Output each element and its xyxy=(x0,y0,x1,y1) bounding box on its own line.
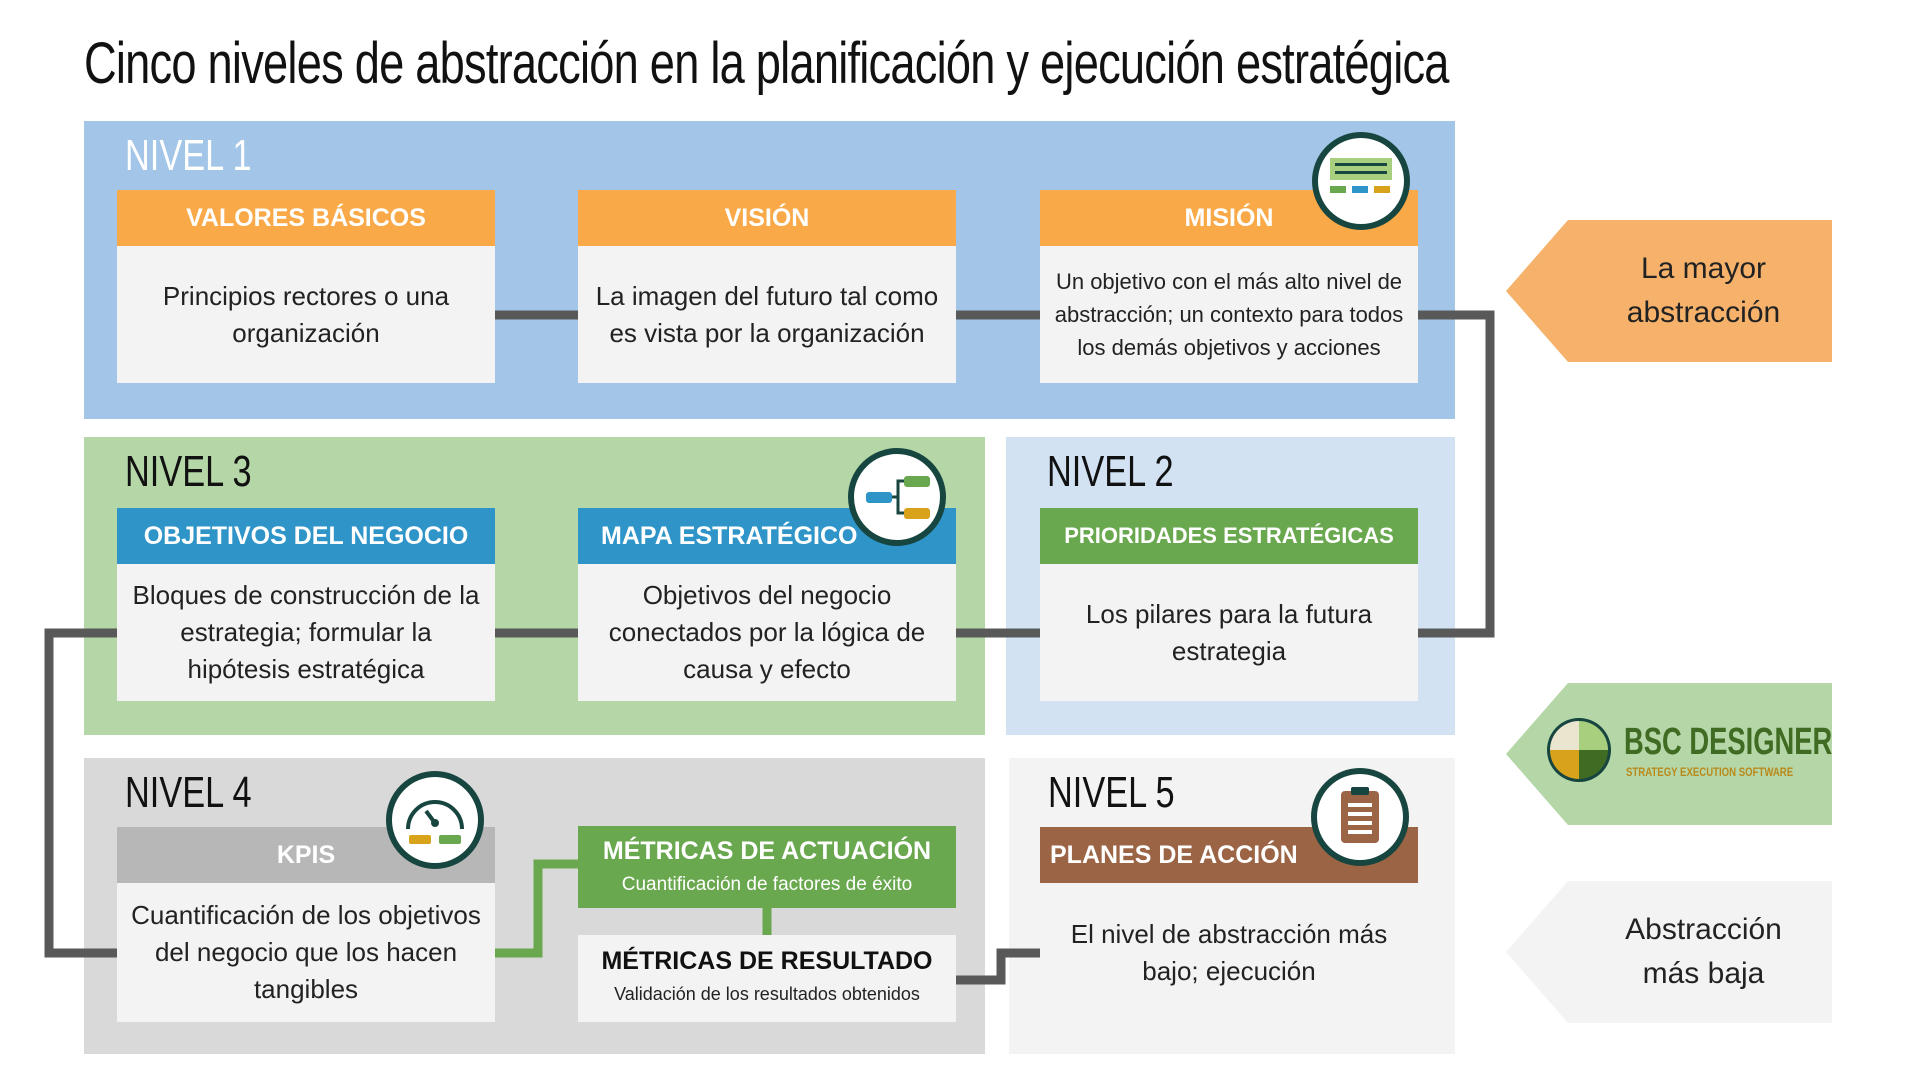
lowest-abstraction-label: Abstracción más baja xyxy=(1625,913,1782,990)
vision-card: VISIÓN La imagen del futuro tal como es … xyxy=(578,190,956,383)
strategy-map-card: MAPA ESTRATÉGICO Objetivos del negocio c… xyxy=(578,508,956,701)
kpi-gauge-icon xyxy=(386,771,484,869)
strategic-priorities-body: Los pilares para la futura estrategia xyxy=(1085,598,1373,666)
performance-metrics-title: MÉTRICAS DE ACTUACIÓN xyxy=(602,837,932,865)
vision-body: La imagen del futuro tal como es vista p… xyxy=(595,280,939,348)
core-values-card: VALORES BÁSICOS Principios rectores o un… xyxy=(117,190,495,383)
business-objectives-header: OBJETIVOS DEL NEGOCIO xyxy=(117,508,495,564)
business-objectives-card: OBJETIVOS DEL NEGOCIO Bloques de constru… xyxy=(117,508,495,701)
kpis-body: Cuantificación de los objetivos del nego… xyxy=(131,900,481,1004)
connector-kpis-performance xyxy=(495,859,578,958)
business-objectives-body: Bloques de construcción de la estrategia… xyxy=(132,580,480,684)
level-2-label: NIVEL 2 xyxy=(1047,447,1174,496)
strategy-map-icon xyxy=(848,448,946,546)
mission-body: Un objetivo con el más alto nivel de abs… xyxy=(1054,269,1404,360)
strategic-priorities-header: PRIORIDADES ESTRATÉGICAS xyxy=(1040,508,1418,564)
result-metrics-subtitle: Validación de los resultados obtenidos xyxy=(614,984,920,1004)
performance-metrics-subtitle: Cuantificación de factores de éxito xyxy=(621,874,913,895)
strategic-priorities-card: PRIORIDADES ESTRATÉGICAS Los pilares par… xyxy=(1040,508,1418,701)
strategy-map-body: Objetivos del negocio conectados por la … xyxy=(608,580,926,684)
performance-metrics-card: MÉTRICAS DE ACTUACIÓN Cuantificación de … xyxy=(578,826,956,908)
level-3-label: NIVEL 3 xyxy=(125,447,252,496)
mission-card: MISIÓN Un objetivo con el más alto nivel… xyxy=(1040,190,1418,383)
result-metrics-title: MÉTRICAS DE RESULTADO xyxy=(601,947,933,975)
level-5-label: NIVEL 5 xyxy=(1048,768,1175,817)
page-title: Cinco niveles de abstracción en la plani… xyxy=(84,31,1449,96)
core-values-header: VALORES BÁSICOS xyxy=(117,190,495,246)
clipboard-icon xyxy=(1311,768,1409,866)
lowest-abstraction-arrow: Abstracción más baja xyxy=(1506,881,1832,1023)
bsc-logo-icon xyxy=(1547,718,1611,782)
action-plans-body: El nivel de abstracción más bajo; ejecuc… xyxy=(1070,918,1388,986)
bsc-designer-badge: BSC DESIGNER STRATEGY EXECUTION SOFTWARE xyxy=(1506,683,1832,825)
bsc-brand-name: BSC DESIGNER xyxy=(1624,721,1833,763)
result-metrics-card: MÉTRICAS DE RESULTADO Validación de los … xyxy=(578,935,956,1022)
connector-objectives-kpis xyxy=(44,628,117,958)
vision-header: VISIÓN xyxy=(578,190,956,246)
mission-icon xyxy=(1312,132,1410,230)
level-1-label: NIVEL 1 xyxy=(125,131,252,180)
connector-mission-priorities xyxy=(1418,310,1495,638)
highest-abstraction-arrow: La mayor abstracción xyxy=(1506,220,1832,362)
core-values-body: Principios rectores o una organización xyxy=(162,280,450,348)
highest-abstraction-label: La mayor abstracción xyxy=(1626,252,1781,329)
bsc-brand-tagline: STRATEGY EXECUTION SOFTWARE xyxy=(1626,765,1794,779)
connector-result-plans xyxy=(956,948,1040,985)
level-4-label: NIVEL 4 xyxy=(125,768,252,817)
